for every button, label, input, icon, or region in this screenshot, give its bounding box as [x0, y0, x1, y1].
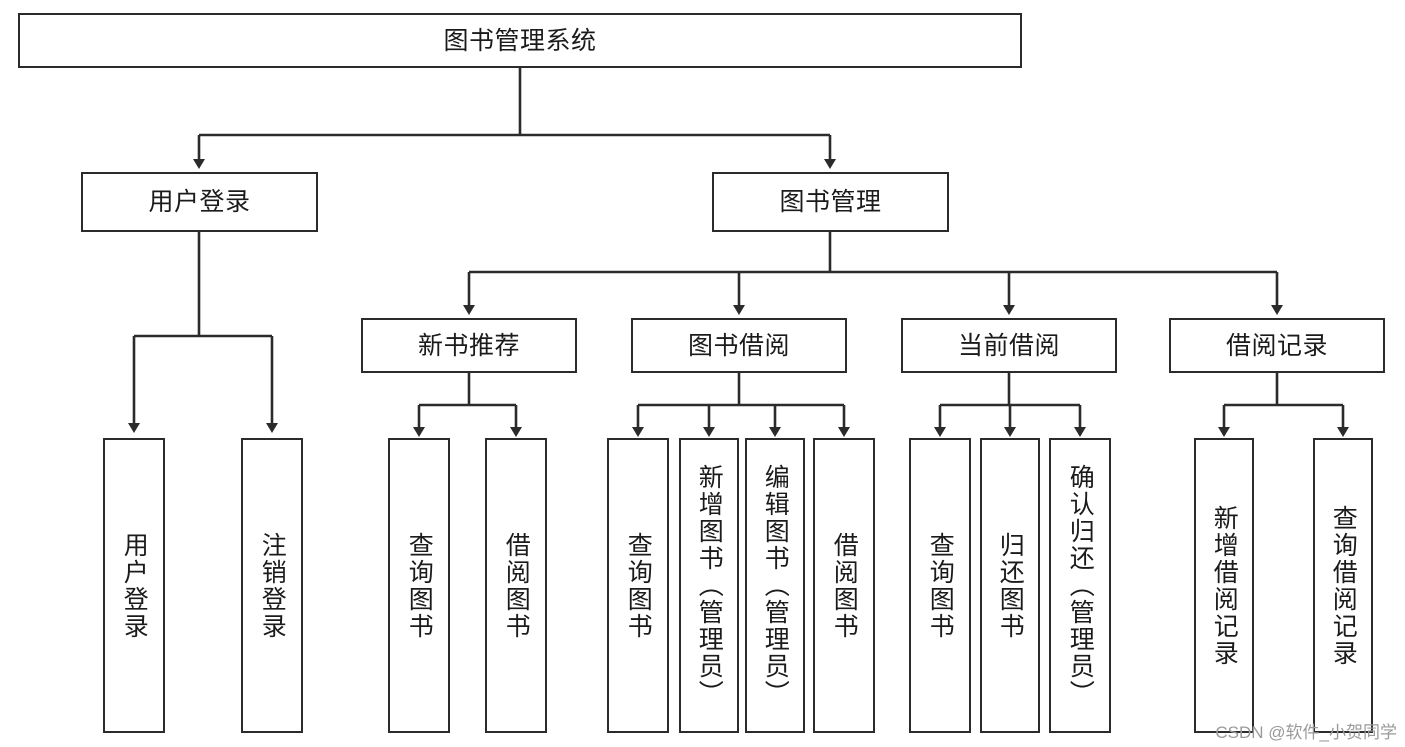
node-label: 查询图书: [405, 531, 434, 640]
node-leaf-query-book-borrow[interactable]: 查询图书: [607, 438, 669, 733]
node-label: 注销登录: [258, 531, 287, 640]
node-root-book-management-system[interactable]: 图书管理系统: [18, 13, 1022, 68]
node-label: 确认归还（管理员）: [1066, 464, 1095, 707]
node-label: 借阅图书: [502, 531, 531, 640]
node-leaf-query-borrow-record[interactable]: 查询借阅记录: [1313, 438, 1373, 733]
node-label: 新增借阅记录: [1210, 504, 1239, 667]
node-label: 图书借阅: [687, 331, 790, 360]
node-book-borrow[interactable]: 图书借阅: [631, 318, 847, 373]
node-leaf-return-book[interactable]: 归还图书: [980, 438, 1040, 733]
node-label: 用户登录: [120, 531, 149, 640]
node-borrow-record[interactable]: 借阅记录: [1169, 318, 1385, 373]
node-label: 借阅图书: [830, 531, 859, 640]
node-label: 编辑图书（管理员）: [761, 464, 790, 707]
node-label: 新增图书（管理员）: [695, 464, 724, 707]
node-leaf-edit-book-admin[interactable]: 编辑图书（管理员）: [745, 438, 805, 733]
node-current-borrow[interactable]: 当前借阅: [901, 318, 1117, 373]
node-label: 查询图书: [926, 531, 955, 640]
node-label: 图书管理: [779, 188, 882, 216]
node-label: 图书管理系统: [443, 26, 597, 55]
node-label: 当前借阅: [957, 331, 1060, 360]
node-leaf-query-book-current[interactable]: 查询图书: [909, 438, 971, 733]
node-leaf-logout-login[interactable]: 注销登录: [241, 438, 303, 733]
node-label: 查询借阅记录: [1329, 504, 1358, 667]
node-label: 借阅记录: [1225, 331, 1328, 360]
node-new-book-recommend[interactable]: 新书推荐: [361, 318, 577, 373]
node-label: 用户登录: [148, 188, 251, 216]
node-leaf-add-book-admin[interactable]: 新增图书（管理员）: [679, 438, 739, 733]
node-label: 新书推荐: [417, 331, 520, 360]
node-label: 查询图书: [624, 531, 653, 640]
node-leaf-query-book-recommend[interactable]: 查询图书: [388, 438, 450, 733]
node-leaf-borrow-book-borrow[interactable]: 借阅图书: [813, 438, 875, 733]
node-label: 归还图书: [996, 531, 1025, 640]
node-user-login[interactable]: 用户登录: [81, 172, 318, 232]
node-leaf-user-login[interactable]: 用户登录: [103, 438, 165, 733]
node-leaf-add-borrow-record[interactable]: 新增借阅记录: [1194, 438, 1254, 733]
node-book-management[interactable]: 图书管理: [712, 172, 949, 232]
node-leaf-confirm-return-admin[interactable]: 确认归还（管理员）: [1049, 438, 1111, 733]
node-leaf-borrow-book-recommend[interactable]: 借阅图书: [485, 438, 547, 733]
